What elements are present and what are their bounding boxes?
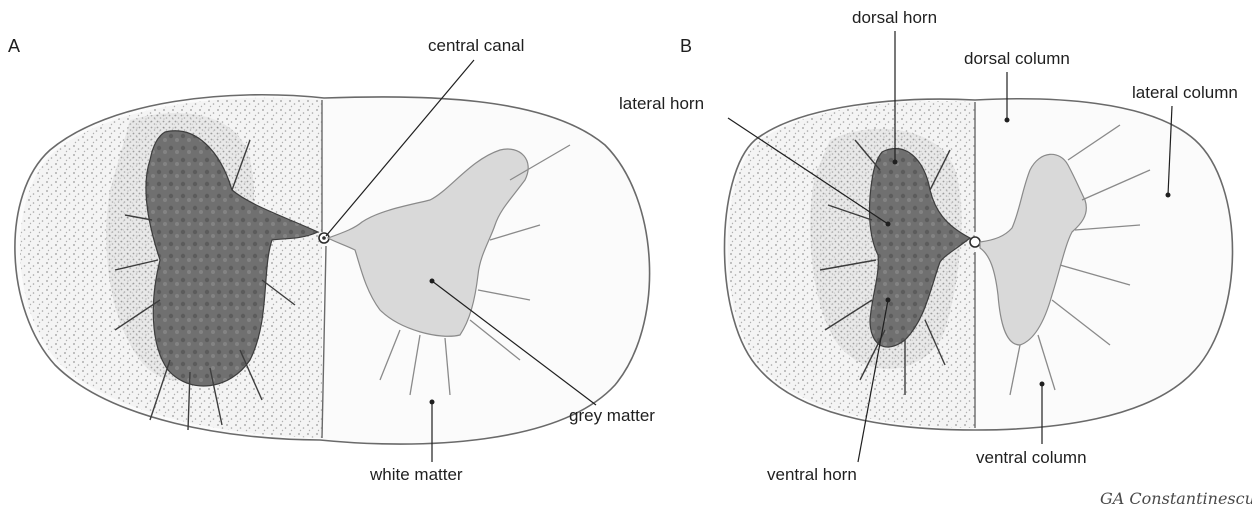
label-grey-matter: grey matter (569, 406, 655, 425)
label-dorsal-column: dorsal column (964, 49, 1070, 68)
label-ventral-horn: ventral horn (767, 465, 857, 484)
dot-dorsal-horn (893, 160, 898, 165)
panel-b: B dorsal horn dorsal column (619, 8, 1252, 508)
label-white-matter: white matter (369, 465, 463, 484)
panel-b-letter: B (680, 36, 692, 56)
panel-a: A central canal grey matter (8, 36, 655, 484)
label-lateral-column: lateral column (1132, 83, 1238, 102)
dot-dorsal-column (1005, 118, 1010, 123)
panel-b-central-canal-ring (970, 237, 980, 247)
dot-grey-matter (430, 279, 435, 284)
label-dorsal-horn: dorsal horn (852, 8, 937, 27)
label-central-canal: central canal (428, 36, 524, 55)
artist-signature: GA Constantinescu (1100, 489, 1252, 508)
dot-ventral-horn (886, 298, 891, 303)
label-ventral-column: ventral column (976, 448, 1087, 467)
label-lateral-horn: lateral horn (619, 94, 704, 113)
dot-white-matter (430, 400, 435, 405)
dot-ventral-column (1040, 382, 1045, 387)
dot-lateral-horn (886, 222, 891, 227)
panel-a-letter: A (8, 36, 20, 56)
dot-lateral-column (1166, 193, 1171, 198)
panel-a-central-canal-dot (322, 236, 326, 240)
